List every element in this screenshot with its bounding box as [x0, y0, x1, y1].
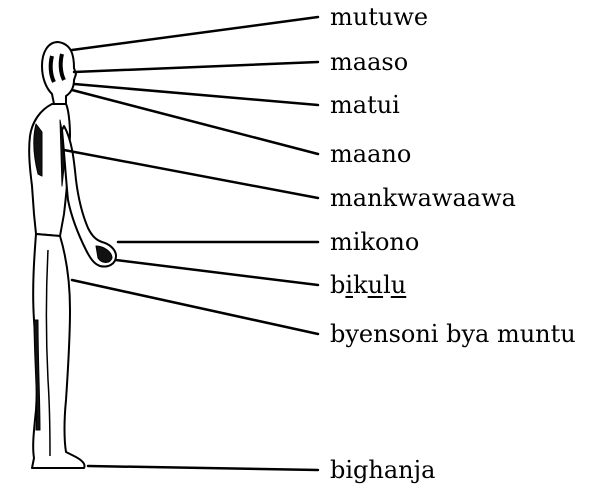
standing-human-silhouette-icon: [29, 42, 116, 468]
label-legs-part-underlined: i: [345, 271, 353, 299]
label-ears: matui: [330, 91, 400, 119]
figure-legs: [32, 234, 85, 468]
figure-head: [42, 42, 76, 104]
label-body-parts: byensoni bya muntu: [330, 320, 576, 348]
label-legs-part: b: [330, 271, 345, 299]
label-legs-part-underlined: u: [368, 271, 383, 299]
label-feet: bighanja: [330, 456, 435, 484]
leader-line-bikulu: [116, 260, 318, 285]
leader-line-maano: [72, 90, 318, 154]
label-head: mutuwe: [330, 3, 428, 31]
leader-line-matui: [74, 84, 318, 105]
label-eyes: maaso: [330, 48, 408, 76]
label-legs-part-underlined: u: [391, 271, 406, 299]
label-legs-part: l: [383, 271, 391, 299]
leader-line-maaso: [74, 62, 318, 72]
label-legs-part: k: [353, 271, 368, 299]
label-ribs: mankwawaawa: [330, 184, 516, 212]
label-arms: mikono: [330, 228, 419, 256]
leader-line-mankwawaawa: [64, 150, 318, 198]
leader-line-byensoni: [72, 280, 318, 334]
figure-arm: [62, 126, 116, 267]
leader-line-mutuwe: [72, 17, 318, 50]
label-legs: bikulu: [330, 271, 406, 299]
leader-line-bighanja: [88, 466, 318, 470]
label-teeth: maano: [330, 140, 411, 168]
